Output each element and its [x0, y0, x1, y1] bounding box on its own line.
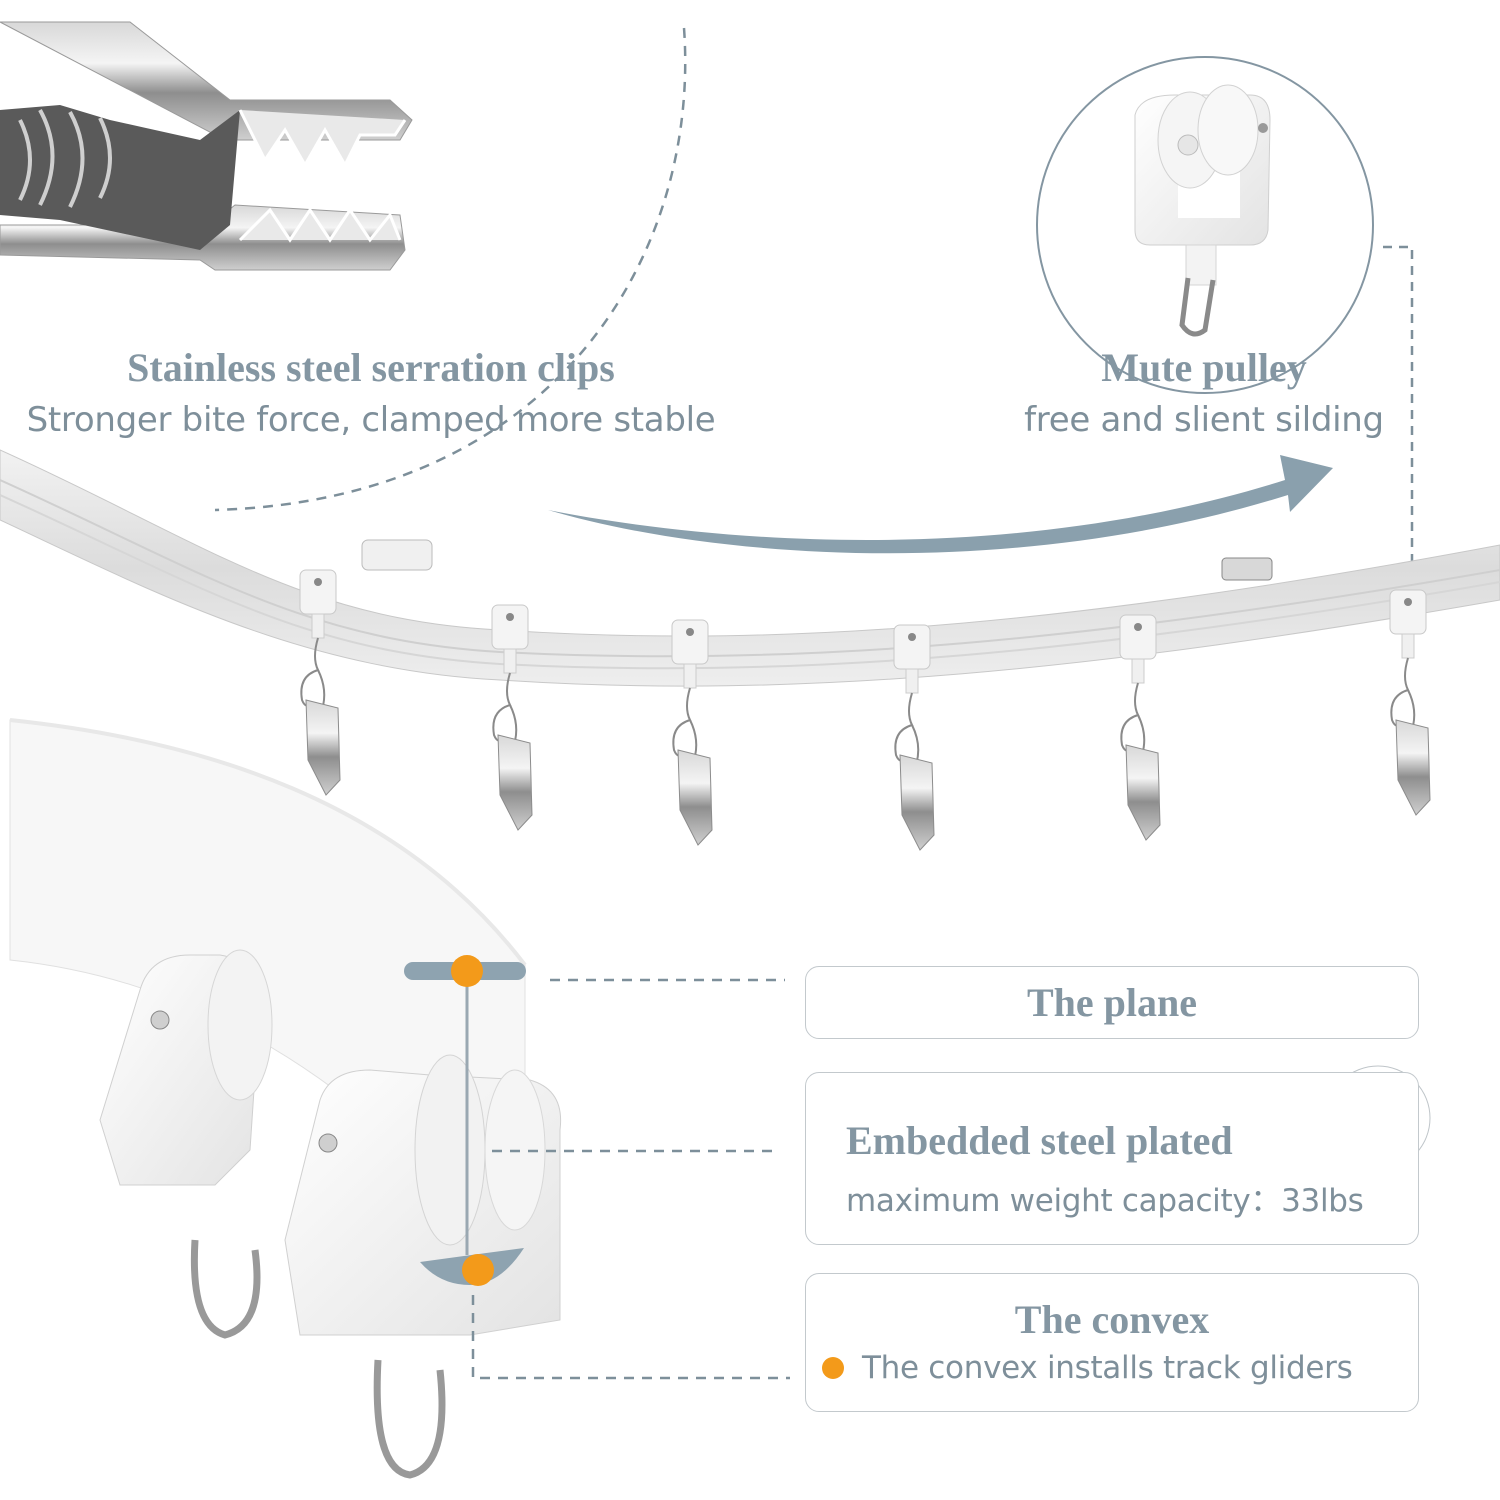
- pulley-feature-subtitle: free and slient silding: [1024, 400, 1384, 440]
- glider-with-clip: [671, 619, 713, 846]
- pulley-feature-title: Mute pulley: [1101, 345, 1307, 390]
- callout-plane-title: The plane: [1026, 980, 1198, 1025]
- callout-steel-title: Embedded steel plated: [846, 1118, 1233, 1163]
- clip-feature-subtitle: Stronger bite force, clamped more stable: [26, 400, 716, 440]
- convex-marker: [462, 1254, 494, 1286]
- glider-with-clip: [299, 569, 341, 796]
- callout-convex-title: The convex: [1014, 1297, 1210, 1342]
- glider-row: [299, 569, 1431, 851]
- glider-with-clip: [1389, 589, 1431, 816]
- serrated-clip-photo: [0, 21, 413, 271]
- pulley-photo: [1134, 84, 1271, 337]
- glider-with-clip: [491, 604, 533, 831]
- glider-with-clip: [893, 624, 935, 851]
- clip-feature-title: Stainless steel serration clips: [127, 345, 615, 390]
- callout-convex: The convex The convex installs track gli…: [805, 1273, 1419, 1412]
- callout-steel: Embedded steel plated maximum weight cap…: [805, 1072, 1419, 1245]
- callout-convex-bullet-row: The convex installs track gliders: [822, 1350, 1353, 1386]
- callout-plane: The plane: [805, 966, 1419, 1039]
- plane-marker: [451, 955, 483, 987]
- callout-steel-subtitle: maximum weight capacity：33lbs: [846, 1183, 1364, 1219]
- track-cross-section-photo: [9, 718, 562, 1479]
- glider-with-clip: [1119, 614, 1161, 841]
- clip-dashed-arc: [214, 27, 687, 512]
- motion-arrow: [548, 455, 1333, 554]
- orange-bullet-icon: [822, 1357, 844, 1379]
- pulley-connector-dashed: [1383, 245, 1414, 565]
- callout-leaders: [471, 978, 790, 1380]
- callout-convex-bullet-text: The convex installs track gliders: [862, 1350, 1353, 1386]
